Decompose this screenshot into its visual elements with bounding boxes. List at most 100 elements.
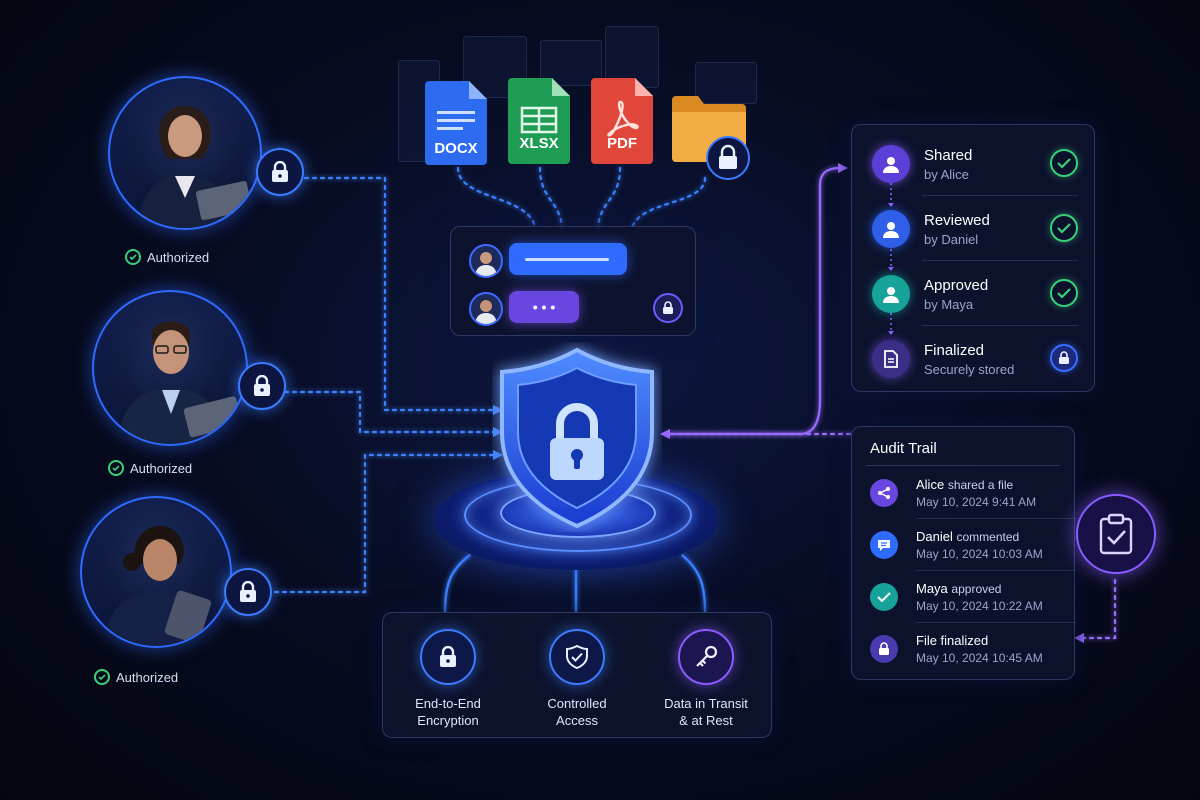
pdf-file[interactable]: PDF — [591, 78, 653, 164]
workflow-step-title: Approved — [924, 277, 989, 294]
docx-file-icon — [425, 81, 487, 165]
check-circle-icon — [125, 249, 141, 265]
lock-icon — [224, 568, 272, 616]
typing-bubble: • • • — [509, 291, 579, 323]
user-1[interactable]: Authorized — [108, 76, 308, 276]
workflow-step-subtitle: by Maya — [924, 297, 974, 312]
workflow-step-title: Finalized — [924, 342, 985, 359]
xlsx-file-icon — [508, 78, 570, 164]
workflow-step-approved[interactable]: Approved by Maya — [872, 267, 1078, 323]
chat-avatar-1 — [469, 244, 503, 278]
lock-icon — [653, 293, 683, 323]
chat-avatar-2 — [469, 292, 503, 326]
comment-icon — [870, 531, 898, 559]
person-icon — [475, 299, 497, 324]
lock-icon — [256, 148, 304, 196]
background-document — [695, 62, 757, 104]
audit-actor: Daniel — [916, 529, 953, 544]
link-clipboard-audit — [1078, 578, 1117, 640]
workflow-step-subtitle: by Alice — [924, 167, 969, 182]
link-pdf-chat — [596, 166, 622, 230]
feature-access[interactable]: Controlled Access — [512, 629, 642, 729]
person-icon — [138, 106, 252, 228]
message-bubble[interactable] — [509, 243, 627, 275]
check-circle-icon — [94, 669, 110, 685]
audit-divider — [916, 622, 1076, 623]
audit-actor: Alice — [916, 477, 945, 492]
feature-encryption-label: End-to-End Encryption — [415, 696, 481, 728]
link-folder-chat — [630, 176, 707, 230]
link-shield-workflow — [663, 166, 842, 436]
audit-entry[interactable]: Alice shared a file May 10, 2024 9:41 AM — [870, 473, 1066, 517]
user-2[interactable]: Authorized — [92, 290, 292, 490]
lock-icon — [238, 362, 286, 410]
workflow-step-reviewed[interactable]: Reviewed by Daniel — [872, 202, 1078, 258]
clipboard-badge[interactable] — [1076, 494, 1156, 574]
link-platform-feature3 — [681, 554, 707, 613]
audit-timestamp: May 10, 2024 10:22 AM — [916, 599, 1043, 613]
security-shield — [500, 347, 654, 529]
docx-file-label: DOCX — [434, 140, 478, 157]
user-2-avatar — [92, 290, 248, 446]
user-3[interactable]: Authorized — [80, 496, 280, 696]
audit-header-divider — [866, 465, 1060, 466]
arrow-user2 — [493, 427, 503, 437]
person-icon — [104, 526, 212, 646]
lock-icon — [420, 629, 476, 685]
typing-indicator: • • • — [532, 299, 556, 315]
audit-entry[interactable]: Maya approved May 10, 2024 10:22 AM — [870, 577, 1066, 621]
user-1-status: Authorized — [125, 249, 209, 265]
person-icon — [118, 321, 243, 444]
secure-folder[interactable] — [672, 92, 754, 184]
feature-transit[interactable]: Data in Transit & at Rest — [641, 629, 771, 729]
features-panel: End-to-End Encryption Controlled Access … — [382, 612, 772, 738]
workflow-divider — [922, 325, 1078, 326]
link-user2-shield — [283, 390, 500, 434]
link-user1-shield — [303, 176, 500, 412]
audit-entry[interactable]: File finalized May 10, 2024 10:45 AM — [870, 629, 1066, 673]
user-1-avatar — [108, 76, 262, 230]
workflow-connectors — [888, 183, 894, 335]
key-icon — [678, 629, 734, 685]
xlsx-file[interactable]: XLSX — [508, 78, 570, 164]
chat-panel[interactable]: • • • — [450, 226, 696, 336]
audit-timestamp: May 10, 2024 10:45 AM — [916, 651, 1043, 665]
workflow-step-title: Reviewed — [924, 212, 990, 229]
workflow-divider — [922, 195, 1078, 196]
check-circle-icon — [1050, 149, 1078, 177]
user-1-status-text: Authorized — [147, 249, 210, 265]
arrow-into-audit — [1074, 633, 1084, 643]
user-3-status-text: Authorized — [116, 669, 179, 685]
clipboard-check-icon — [1099, 513, 1133, 555]
feature-encryption[interactable]: End-to-End Encryption — [383, 629, 513, 729]
user-icon — [872, 145, 910, 183]
user-icon — [872, 275, 910, 313]
workflow-step-finalized[interactable]: Finalized Securely stored — [872, 332, 1078, 388]
check-circle-icon — [1050, 214, 1078, 242]
message-text-line — [525, 258, 609, 261]
audit-entry[interactable]: Daniel commented May 10, 2024 10:03 AM — [870, 525, 1066, 569]
folder-lock-icon — [672, 96, 750, 180]
check-circle-icon — [1050, 279, 1078, 307]
link-platform-feature1 — [443, 554, 471, 613]
check-icon — [870, 583, 898, 611]
user-3-status: Authorized — [94, 669, 178, 685]
user-icon — [872, 210, 910, 248]
audit-timestamp: May 10, 2024 9:41 AM — [916, 495, 1037, 509]
user-2-status-text: Authorized — [130, 460, 193, 476]
person-icon — [475, 252, 497, 276]
audit-actor: Maya — [916, 581, 948, 596]
user-3-avatar — [80, 496, 232, 648]
audit-timestamp: May 10, 2024 10:03 AM — [916, 547, 1043, 561]
shield-check-icon — [549, 629, 605, 685]
check-circle-icon — [108, 460, 124, 476]
arrow-user1 — [493, 405, 503, 415]
arrow-user3 — [493, 450, 503, 460]
workflow-step-title: Shared — [924, 147, 973, 164]
pdf-file-label: PDF — [607, 135, 637, 152]
feature-access-label: Controlled Access — [547, 696, 607, 728]
arrow-into-shield — [660, 429, 670, 439]
feature-transit-label: Data in Transit & at Rest — [664, 696, 748, 728]
docx-file[interactable]: DOCX — [425, 81, 487, 165]
workflow-step-shared[interactable]: Shared by Alice — [872, 137, 1078, 193]
